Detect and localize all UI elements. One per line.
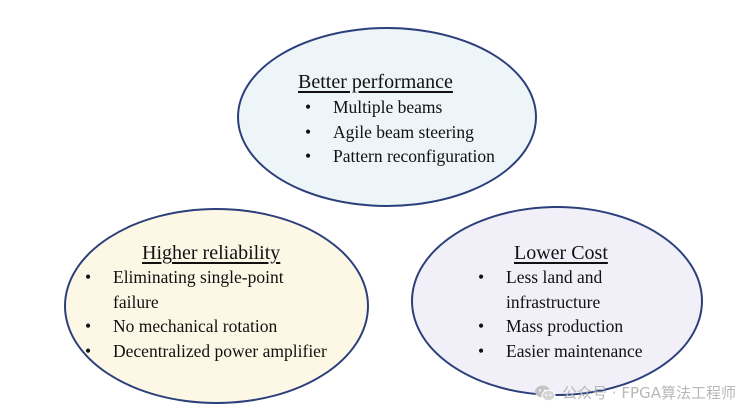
list-item: •Mass production [478,316,624,336]
list-item: failure [113,291,159,312]
list-item: •No mechanical rotation [85,316,278,336]
list-item: infrastructure [506,291,601,312]
list-item: •Pattern reconfiguration [305,146,495,166]
list-item: •Decentralized power amplifier [85,340,327,361]
better-performance-ellipse [237,27,537,207]
list-item: •Eliminating single-point [85,267,284,287]
list-item: •Easier maintenance [478,340,643,361]
list-item: •Multiple beams [305,97,443,117]
better-performance-list: •Multiple beams •Agile beam steering •Pa… [305,95,495,169]
list-item: •Agile beam steering [305,121,474,142]
wechat-icon [535,385,556,401]
higher-reliability-ellipse [64,208,369,404]
list-item: •Less land and [478,267,603,287]
lower-cost-title: Lower Cost [514,242,608,264]
higher-reliability-list: •Eliminating single-point failure •No me… [85,265,327,363]
lower-cost-list: •Less land and infrastructure •Mass prod… [478,265,643,363]
better-performance-title: Better performance [298,71,453,93]
watermark-text: 公众号 · FPGA算法工程师 [562,384,736,402]
lower-cost-ellipse [411,206,703,396]
watermark: 公众号 · FPGA算法工程师 [534,382,736,403]
higher-reliability-title: Higher reliability [142,242,281,264]
